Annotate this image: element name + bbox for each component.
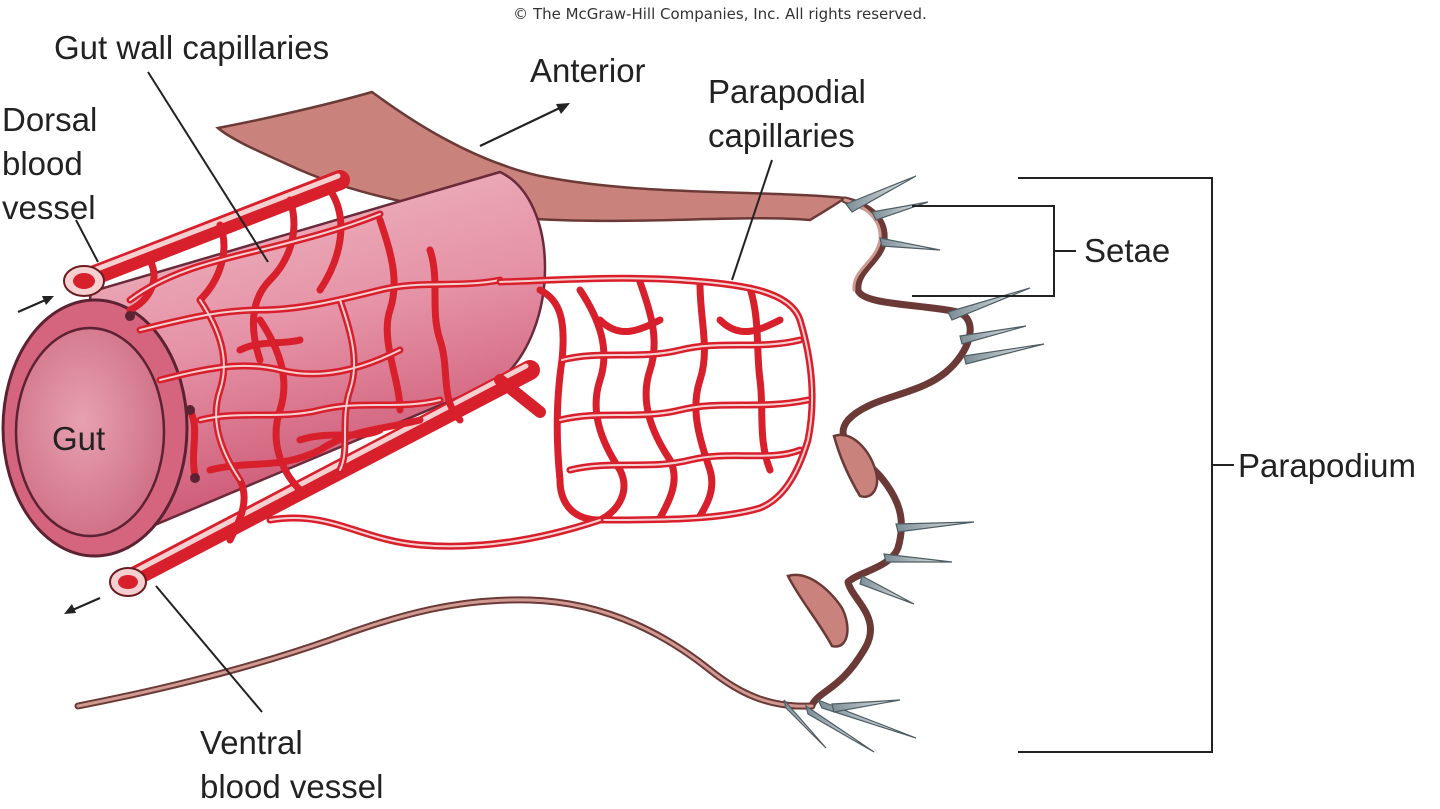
parapodial-capillaries [266,274,816,550]
label-dorsal-2: blood [2,145,83,182]
dorsal-blood-vessel [63,170,350,297]
parapodium-bracket [1018,177,1234,753]
dorsal-inflow-arrow [17,296,54,314]
copyright-notice: © The McGraw-Hill Companies, Inc. All ri… [513,5,927,23]
label-gut-wall-capillaries: Gut wall capillaries [54,29,329,66]
label-parapodial-capillaries-2: capillaries [708,117,855,154]
gut-wall-capillaries [125,186,504,544]
ventral-outflow-arrow [64,596,101,614]
labels: Gut wall capillaries Anterior Parapodial… [2,29,1416,805]
label-parapodial-capillaries-1: Parapodial [708,73,866,110]
label-setae: Setae [1084,232,1170,269]
label-dorsal-3: vessel [2,189,96,226]
label-gut: Gut [52,420,105,457]
label-ventral-2: blood vessel [200,768,383,805]
anterior-direction-arrow [479,103,570,147]
setae-bristles [783,175,1045,753]
flow-arrows [17,103,570,614]
label-ventral-1: Ventral [200,724,303,761]
label-dorsal-1: Dorsal [2,101,97,138]
ventral-blood-vessel [109,360,546,597]
leader-lines [75,71,1234,753]
gut-lumen [14,326,166,538]
body-wall [74,90,974,710]
label-parapodium: Parapodium [1238,447,1416,484]
setae-bracket [912,205,1076,297]
label-anterior: Anterior [530,52,646,89]
